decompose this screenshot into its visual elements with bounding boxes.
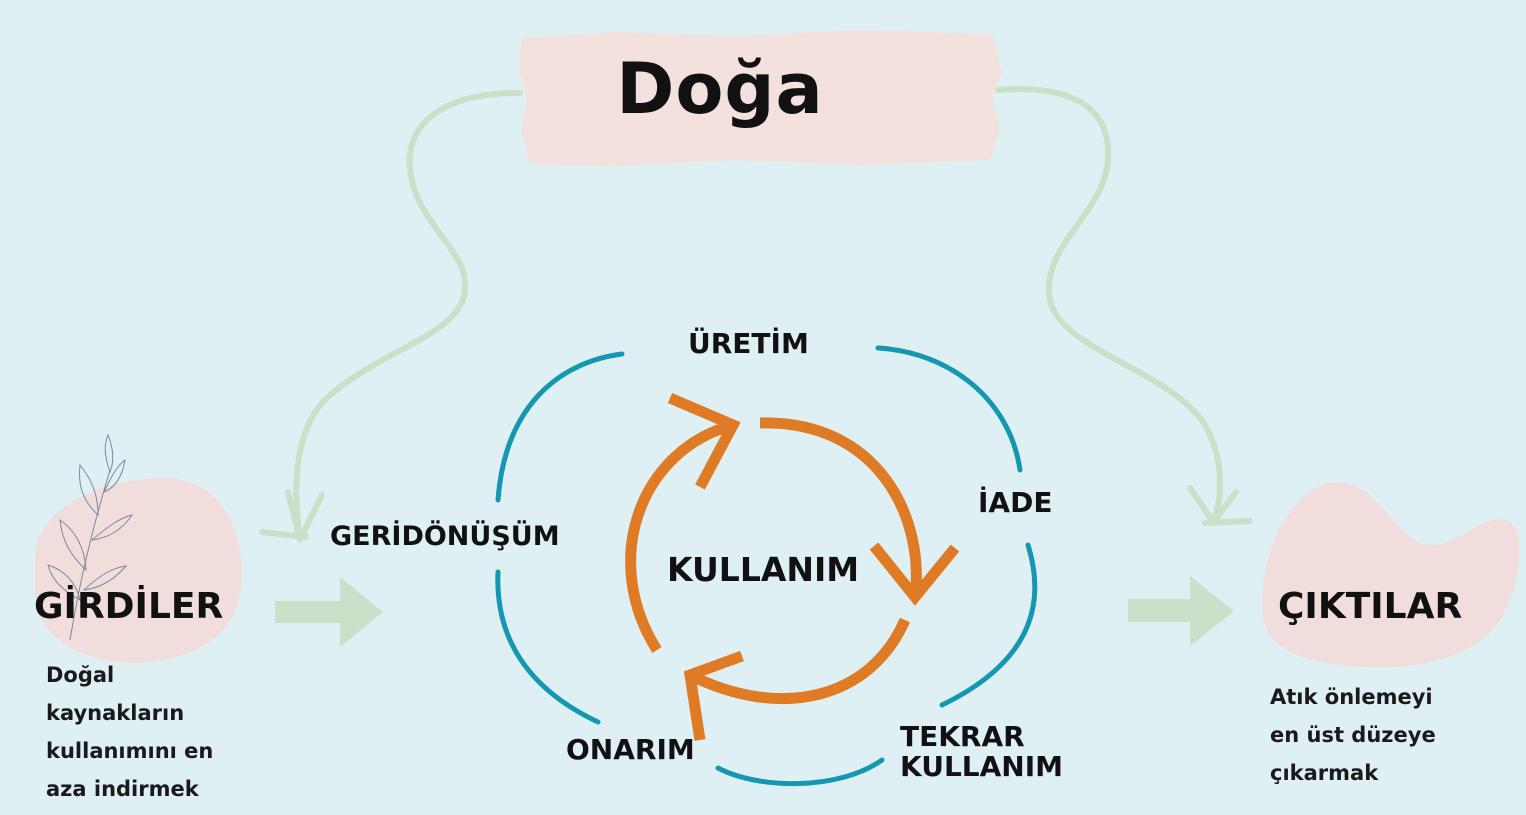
stage-tekrar-line2: KULLANIM	[900, 750, 1064, 783]
left-curved-arrow-head	[285, 489, 325, 543]
outputs-description-line: çıkarmak	[1270, 761, 1379, 785]
inner-arrowhead-right	[869, 542, 960, 606]
inputs-description: Doğal kaynakların kullanımını en aza ind…	[46, 656, 213, 808]
outputs-heading: ÇIKTILAR	[1278, 586, 1463, 627]
inputs-description-line: kullanımını en	[46, 739, 214, 763]
right-curved-arrow-tail	[1202, 518, 1253, 526]
title-tape	[519, 30, 1002, 166]
stage-geridonusum: GERİDÖNÜŞÜM	[330, 521, 560, 552]
inner-arc-bottom	[687, 617, 911, 705]
left-curved-arrow	[293, 89, 523, 543]
stage-uretim: ÜRETİM	[688, 327, 809, 360]
page-title: Doğa	[616, 48, 824, 130]
leaf-sprig-icon	[47, 433, 134, 641]
outputs-description-line: en üst düzeye	[1270, 723, 1436, 747]
stage-tekrar-line1: TEKRAR	[900, 720, 1025, 753]
outer-arc-bottom	[715, 757, 885, 787]
left-curved-arrow-tail	[259, 529, 309, 540]
stage-tekrar-kullanim: TEKRAR KULLANIM	[900, 722, 1063, 782]
inner-arc-right	[759, 417, 922, 598]
inputs-description-line: aza indirmek	[46, 777, 199, 801]
inner-arrowhead-left	[667, 392, 741, 490]
outputs-description-line: Atık önlemeyi	[1270, 685, 1433, 709]
outputs-description: Atık önlemeyi en üst düzeye çıkarmak	[1270, 678, 1436, 792]
inputs-description-line: Doğal	[46, 663, 115, 687]
inner-arrowhead-bottom	[683, 650, 744, 741]
right-arrow-icon	[1128, 576, 1234, 646]
right-arrow-icon	[275, 577, 383, 647]
stage-onarim: ONARIM	[566, 733, 695, 766]
outputs-blob	[1261, 481, 1520, 668]
outer-arc-left	[495, 569, 601, 725]
cycle-center-label: KULLANIM	[667, 550, 860, 589]
inputs-blob	[35, 477, 243, 663]
stage-iade: İADE	[978, 486, 1053, 519]
outer-arc-right	[939, 542, 1038, 708]
inputs-heading: GİRDİLER	[34, 586, 224, 627]
inner-arc-left	[625, 419, 735, 653]
right-curved-arrow	[995, 86, 1223, 525]
outer-arc-top-right	[875, 345, 1023, 473]
outer-arc-top-left	[495, 351, 625, 503]
right-curved-arrow-head	[1187, 485, 1239, 525]
inputs-description-line: kaynakların	[46, 701, 185, 725]
